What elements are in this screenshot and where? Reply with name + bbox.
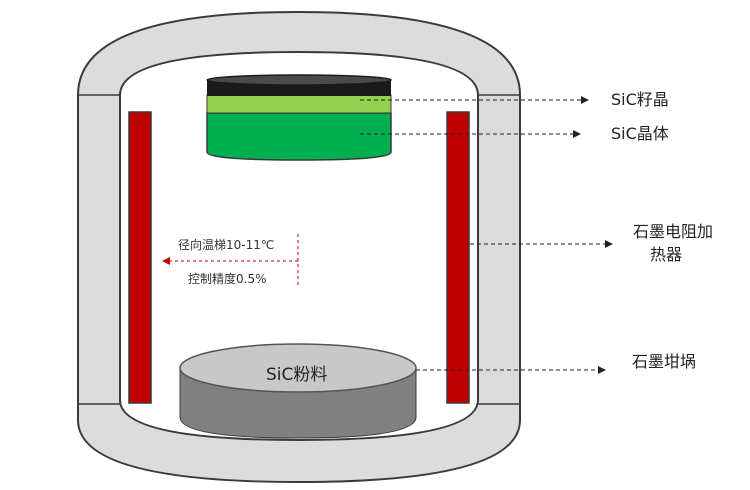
crucible-shell <box>77 10 521 484</box>
heater-left <box>128 111 152 404</box>
powder-top <box>179 343 417 393</box>
powder-charge <box>179 343 417 439</box>
heater-right <box>446 111 470 404</box>
crucible-label: 石墨坩埚 <box>632 352 697 371</box>
powder-label: SiC粉料 <box>266 365 328 385</box>
crystal-label: SiC晶体 <box>611 124 669 143</box>
precision-label: 控制精度0.5% <box>188 272 267 286</box>
seed-layer <box>206 94 392 114</box>
gradient-label: 径向温梯10-11℃ <box>178 238 275 252</box>
crystal-stack <box>206 74 392 161</box>
seed-label: SiC籽晶 <box>611 90 669 109</box>
crystal-body <box>206 112 392 161</box>
holder-cap-top <box>206 74 392 86</box>
heater-label-line1: 石墨电阻加 <box>633 222 714 241</box>
heater-label-line2: 热器 <box>650 245 683 264</box>
